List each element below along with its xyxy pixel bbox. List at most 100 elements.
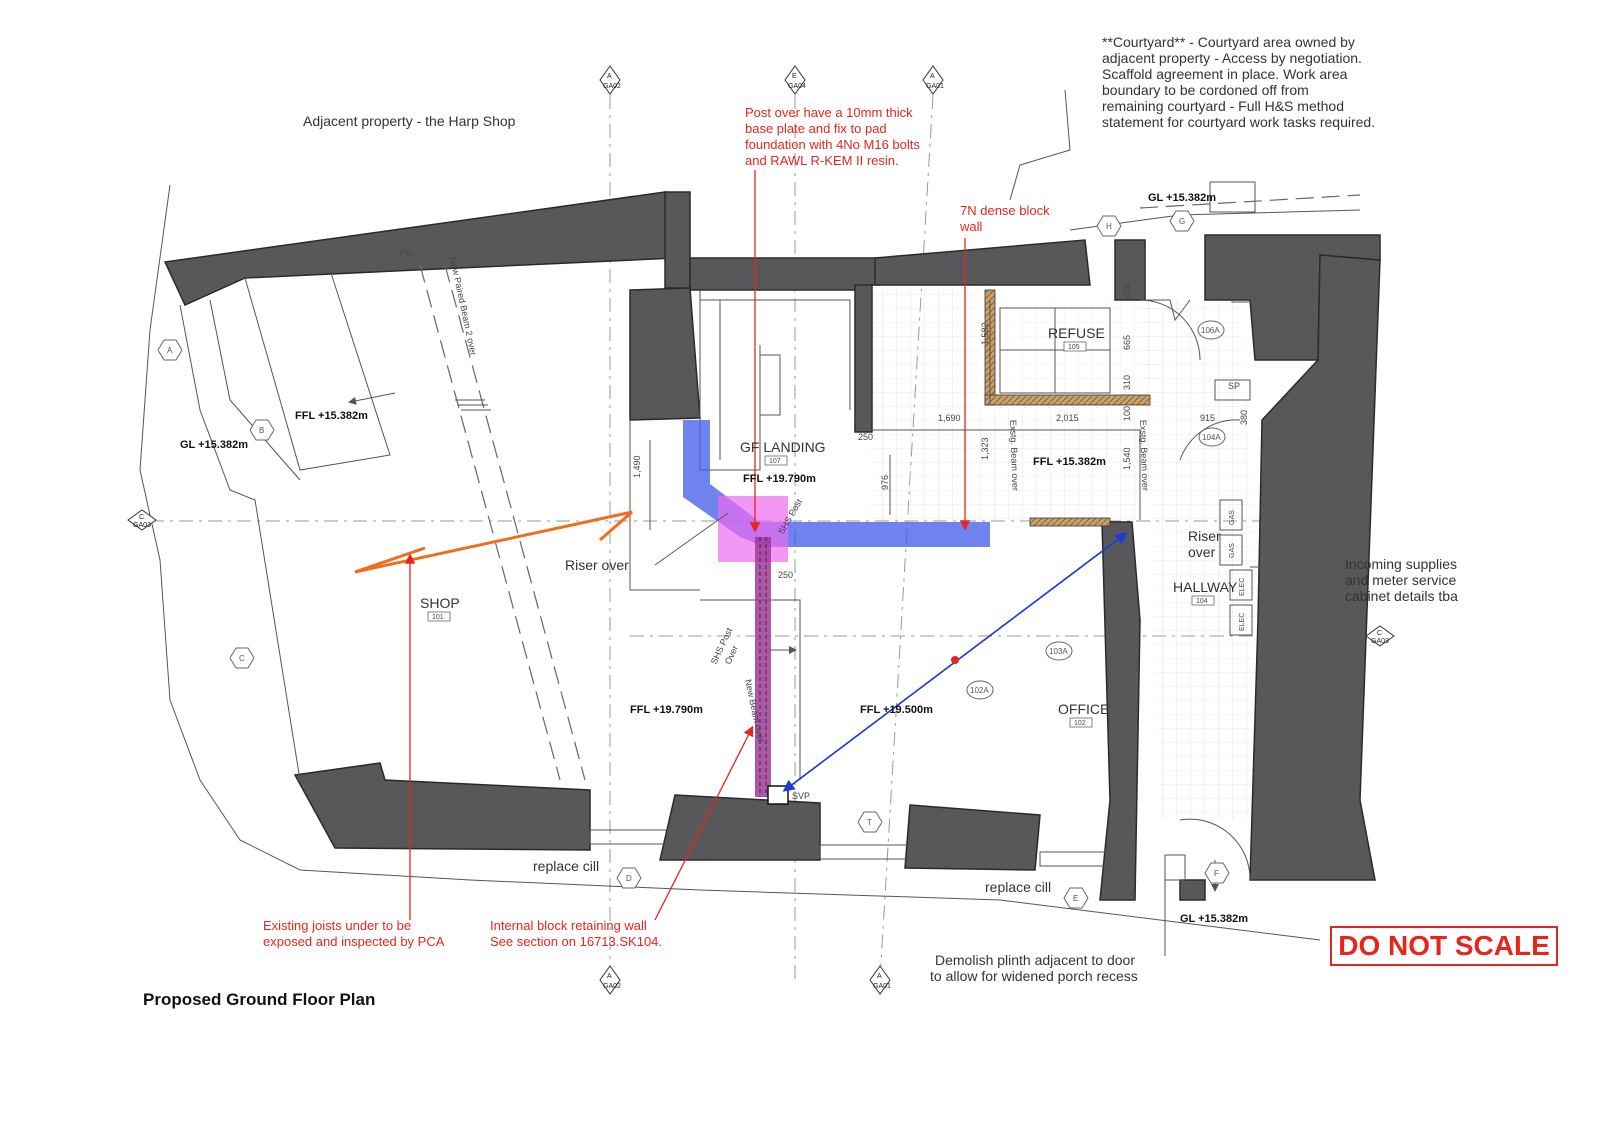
block-wall-note-line: 7N dense block — [960, 203, 1050, 218]
section-marks: A GA02 E GA04 A GA01 C GA03 C GA03 A GA0… — [127, 65, 1395, 995]
svg-text:A: A — [877, 973, 882, 980]
dimension: 310 — [1122, 375, 1132, 390]
incoming-note: and meter service — [1345, 572, 1456, 588]
svg-text:GA03: GA03 — [1371, 638, 1389, 645]
dimension: 1,540 — [1122, 447, 1132, 470]
room-refuse: REFUSE 105 — [1048, 325, 1105, 352]
door-tag: 102A — [970, 686, 989, 695]
svg-text:A: A — [167, 346, 173, 355]
section-mark: E GA04 — [784, 65, 806, 95]
demolish-note: to allow for widened porch recess — [930, 968, 1138, 984]
level-label: FFL +19.790m — [743, 473, 816, 485]
svg-text:E: E — [1073, 894, 1078, 903]
svg-text:G: G — [1179, 217, 1185, 226]
svg-text:A: A — [607, 73, 612, 80]
door-tag: 104A — [1202, 433, 1221, 442]
post-note-line: and RAWL R-KEM II resin. — [745, 153, 899, 168]
drawing-title: Proposed Ground Floor Plan — [143, 990, 376, 1009]
level-label: FFL +15.382m — [295, 410, 368, 422]
dimension: 1,582 — [980, 322, 990, 345]
section-mark: A GA02 — [599, 965, 621, 995]
riser-over-label-right: Riser — [1188, 528, 1221, 544]
room-name: GF LANDING — [740, 439, 826, 455]
dimension: 1,323 — [980, 437, 990, 460]
svg-text:B: B — [259, 426, 264, 435]
joists-note: Existing joists under to be exposed and … — [263, 918, 445, 949]
svg-text:A: A — [607, 973, 612, 980]
paired-beam — [419, 264, 586, 781]
room-hallway: HALLWAY 104 — [1173, 579, 1238, 606]
gas-meter: GAS — [1229, 543, 1236, 558]
replace-cill-label: replace cill — [985, 879, 1051, 895]
dimension: 1,690 — [938, 413, 961, 423]
riser-over-label: Riser over — [565, 557, 629, 573]
svp-label: SVP — [792, 791, 810, 801]
joists-note-line: exposed and inspected by PCA — [263, 934, 445, 949]
replace-cill-label: replace cill — [533, 858, 599, 874]
room-name: REFUSE — [1048, 325, 1105, 341]
svg-text:GA04: GA04 — [788, 83, 806, 90]
dimension: 976 — [880, 475, 890, 490]
svg-text:C: C — [139, 514, 144, 521]
incoming-note: cabinet details tba — [1345, 588, 1458, 604]
incoming-note: Incoming supplies — [1345, 556, 1457, 572]
svg-text:A: A — [930, 73, 935, 80]
floor-finish — [870, 290, 1260, 820]
ps-label: PS — [400, 248, 412, 258]
door-tag: 106A — [1201, 326, 1220, 335]
sp-label: SP — [1228, 381, 1240, 391]
existing-beam-label: Exstg. Beam over — [1138, 420, 1150, 491]
svg-text:F: F — [1214, 869, 1219, 878]
dimension: 250 — [858, 432, 873, 442]
svg-text:H: H — [1106, 222, 1112, 231]
room-name: OFFICE — [1058, 701, 1109, 717]
dimension: 250 — [778, 570, 793, 580]
section-mark: C GA03 — [127, 509, 157, 531]
level-label: GL +15.382m — [1180, 913, 1248, 925]
courtyard-note-line: statement for courtyard work tasks requi… — [1102, 114, 1375, 130]
courtyard-note-line: remaining courtyard - Full H&S method — [1102, 98, 1344, 114]
svg-text:D: D — [626, 874, 632, 883]
svg-text:GA02: GA02 — [603, 83, 621, 90]
courtyard-note-line: adjacent property - Access by negotiatio… — [1102, 50, 1362, 66]
dimension: 425 — [1122, 283, 1132, 298]
door-tags: 106A 104A 103A 102A — [966, 320, 1226, 700]
elec-meter: ELEC — [1239, 578, 1246, 596]
dimension: 665 — [1122, 335, 1132, 350]
post-note-line: Post over have a 10mm thick — [745, 105, 913, 120]
paired-beam-label: New Paired Beam 2 over — [448, 256, 479, 356]
grid-marker: A — [157, 339, 183, 361]
grid-markers: A B C T D E F G — [157, 210, 1230, 909]
grid-marker: T — [857, 811, 883, 833]
grey-leaders — [348, 392, 1340, 956]
svg-text:GA02: GA02 — [603, 983, 621, 990]
svg-text:C: C — [1377, 630, 1382, 637]
section-mark: A GA02 — [599, 65, 621, 95]
room-office: OFFICE 102 — [1058, 701, 1109, 728]
post-note: Post over have a 10mm thick base plate a… — [745, 105, 920, 168]
orange-arrow — [354, 510, 633, 574]
section-mark: C GA03 — [1365, 625, 1395, 647]
room-number: 104 — [1196, 598, 1208, 605]
dimension: 1,490 — [632, 455, 642, 478]
courtyard-note-line: **Courtyard** - Courtyard area owned by — [1102, 34, 1355, 50]
level-label: FFL +15.382m — [1033, 456, 1106, 468]
retaining-note-line: Internal block retaining wall — [490, 918, 647, 933]
blue-beam — [683, 420, 990, 547]
svg-text:C: C — [239, 654, 245, 663]
dimension: 2,015 — [1056, 413, 1079, 423]
existing-beam-label: Exstg. Beam over — [1008, 420, 1020, 491]
svg-text:GA01: GA01 — [926, 83, 944, 90]
retaining-note: Internal block retaining wall See sectio… — [490, 918, 662, 949]
meter-labels: GAS GAS ELEC ELEC — [1229, 510, 1246, 631]
red-leaders — [404, 170, 971, 921]
do-not-scale-stamp: DO NOT SCALE — [1330, 926, 1558, 966]
grid-marker: F — [1204, 862, 1230, 884]
blue-diagonal — [782, 532, 1128, 792]
level-label: GL +15.382m — [1148, 192, 1216, 204]
room-number: 101 — [432, 614, 444, 621]
partitions — [179, 181, 1256, 881]
svg-text:GA03: GA03 — [133, 522, 151, 529]
purple-new-beam — [755, 537, 771, 797]
